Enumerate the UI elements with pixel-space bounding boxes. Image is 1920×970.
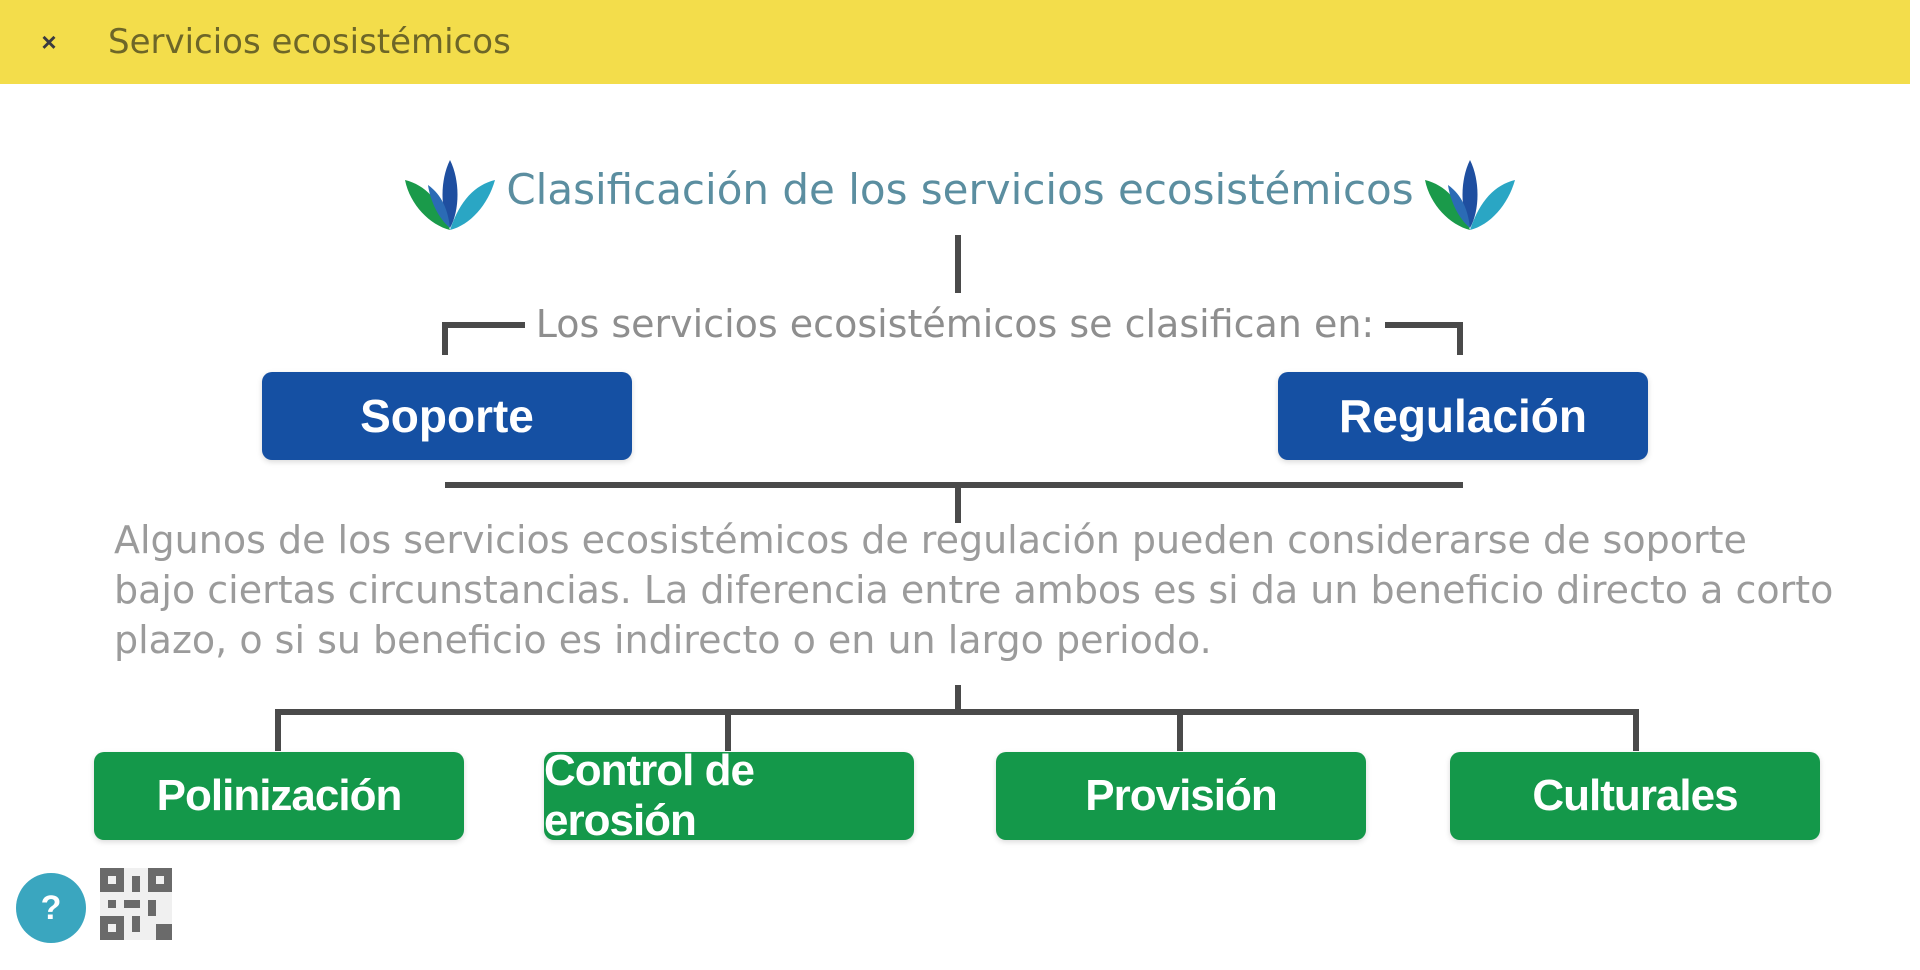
close-icon[interactable]: ×: [41, 26, 57, 57]
box-soporte: Soporte: [262, 372, 632, 460]
top-bar: × Servicios ecosistémicos: [0, 0, 1910, 84]
help-button[interactable]: ?: [16, 873, 86, 943]
box-culturales: Culturales: [1450, 752, 1820, 840]
qr-code-icon[interactable]: [100, 868, 172, 940]
box-provision: Provisión: [996, 752, 1366, 840]
top-bar-title: Servicios ecosistémicos: [108, 22, 511, 62]
box-regulacion: Regulación: [1278, 372, 1648, 460]
leaf-logo-icon: [1425, 160, 1515, 230]
box-control-erosion: Control de erosión: [544, 746, 914, 845]
diagram-note: Algunos de los servicios ecosistémicos d…: [114, 518, 1834, 662]
connector-right-bracket: [1385, 322, 1463, 355]
box-polinizacion: Polinización: [94, 752, 464, 840]
connector-left-bracket: [442, 322, 525, 355]
diagram-title: Clasificación de los servicios ecosistém…: [506, 165, 1414, 214]
diagram-subtitle: Los servicios ecosistémicos se clasifica…: [535, 302, 1375, 346]
leaf-logo-icon: [405, 160, 495, 230]
